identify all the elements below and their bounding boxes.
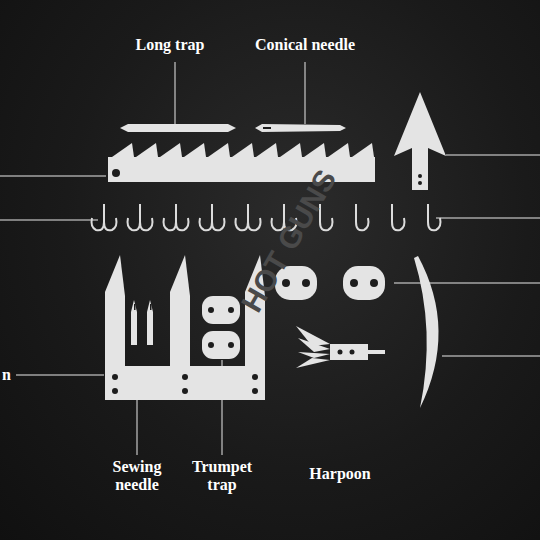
- saw-tooth: [184, 143, 206, 157]
- saw-tooth: [256, 143, 278, 157]
- saw-tooth: [352, 143, 374, 157]
- saw-tooth: [112, 143, 134, 157]
- fish-hook: [128, 204, 153, 230]
- part-label: Sewing needle: [97, 458, 177, 494]
- tool-shapes: [105, 92, 446, 408]
- fish-hook: [164, 204, 189, 230]
- part-label: Conical needle: [225, 36, 385, 54]
- saw-tooth: [280, 143, 302, 157]
- tool-holes: [112, 127, 422, 394]
- saw-tooth: [304, 143, 326, 157]
- part-label: Trumpet trap: [182, 458, 262, 494]
- fish-hook: [392, 204, 405, 230]
- part-label: Long trap: [110, 36, 230, 54]
- saw-tooth: [328, 143, 350, 157]
- fish-hooks: [92, 204, 441, 230]
- saw-tooth: [232, 143, 254, 157]
- part-label: Harpoon: [290, 465, 390, 483]
- saw-tooth: [208, 143, 230, 157]
- leader-lines: [0, 62, 540, 455]
- fish-hook: [236, 204, 261, 230]
- fish-hook: [356, 204, 369, 230]
- part-label: n: [2, 366, 22, 384]
- fish-hook: [320, 204, 333, 230]
- saw-tooth: [136, 143, 158, 157]
- fish-hook: [428, 204, 441, 230]
- fish-hook: [200, 204, 225, 230]
- fish-hook: [92, 204, 117, 230]
- saw-tooth: [160, 143, 182, 157]
